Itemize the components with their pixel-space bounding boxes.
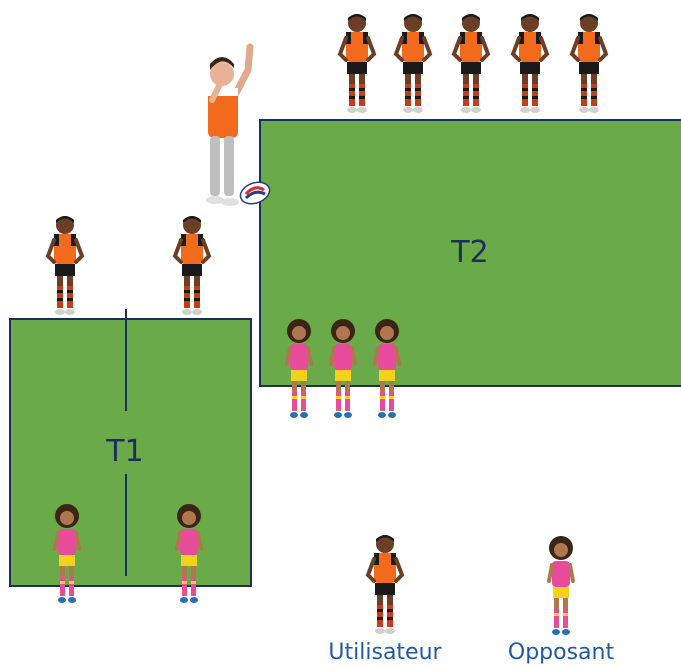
field-t1-divider-bottom bbox=[125, 474, 127, 576]
legend-opponent-label: Opposant bbox=[507, 640, 615, 665]
field-t1 bbox=[9, 318, 252, 587]
opponent-player-t2-3 bbox=[369, 318, 405, 426]
user-player-t1-top-2 bbox=[172, 214, 212, 322]
field-t1-label: T1 bbox=[106, 434, 144, 469]
field-t1-divider-top bbox=[125, 309, 127, 411]
referee-figure bbox=[206, 43, 254, 206]
legend-opponent-player bbox=[543, 535, 579, 643]
legend-user-label: Utilisateur bbox=[328, 640, 442, 665]
user-player-t2-top-2 bbox=[393, 12, 433, 120]
opponent-player-t2-1 bbox=[281, 318, 317, 426]
legend-user-player bbox=[365, 533, 405, 641]
user-player-t2-top-5 bbox=[569, 12, 609, 120]
user-player-t2-top-1 bbox=[337, 12, 377, 120]
user-player-t2-top-3 bbox=[451, 12, 491, 120]
opponent-player-t2-2 bbox=[325, 318, 361, 426]
opponent-player-t1-1 bbox=[49, 503, 85, 611]
user-player-t2-top-4 bbox=[510, 12, 550, 120]
field-t2 bbox=[259, 119, 681, 387]
user-player-t1-top-1 bbox=[45, 214, 85, 322]
rugby-ball-icon bbox=[239, 181, 271, 205]
field-t2-label: T2 bbox=[451, 235, 489, 270]
opponent-player-t1-2 bbox=[171, 503, 207, 611]
